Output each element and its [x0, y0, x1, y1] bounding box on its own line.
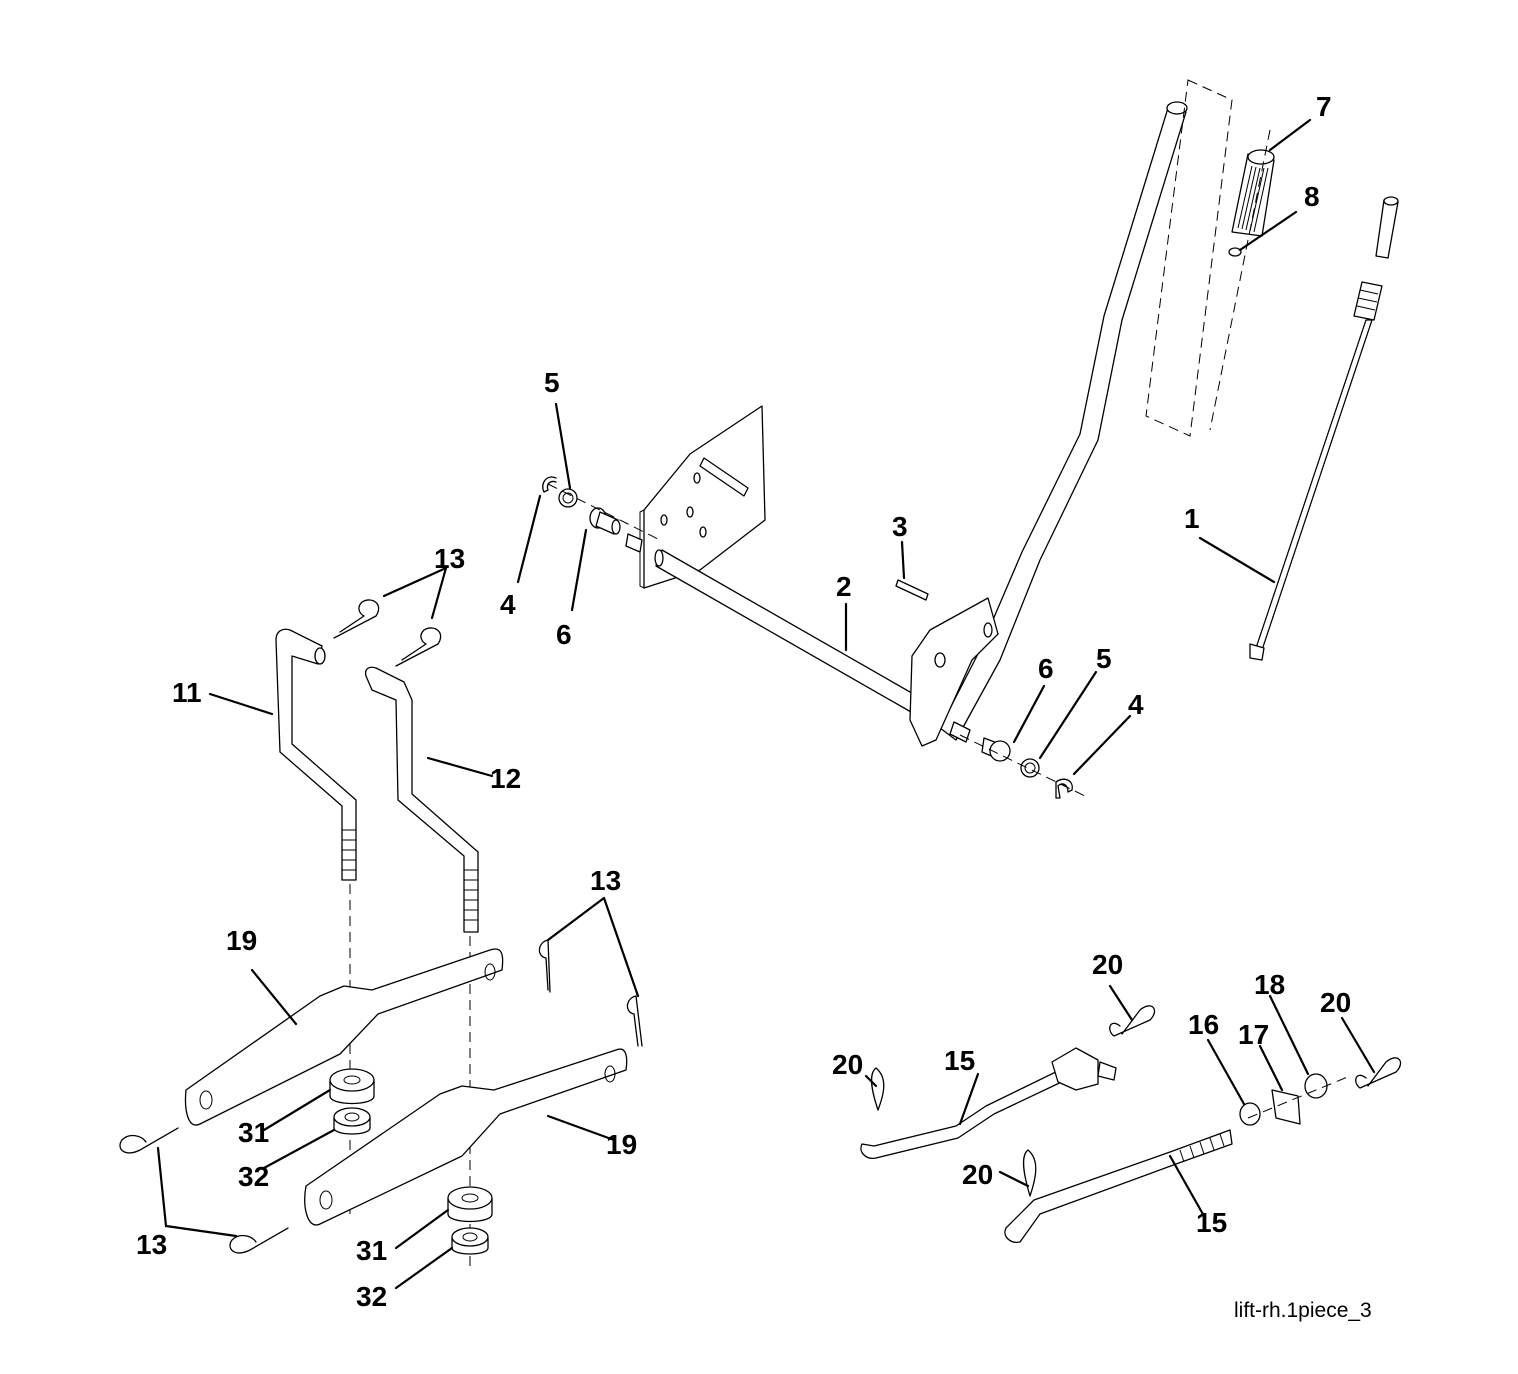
hairpin-clip-13-upper-a: [333, 599, 380, 639]
washer-5-right: [1020, 758, 1040, 778]
callout-18: 18: [1254, 969, 1285, 1000]
lift-handle: [939, 101, 1188, 741]
deck-lift-arm-19-lower: [304, 1048, 628, 1226]
callout-16: 16: [1188, 1009, 1219, 1040]
hairpin-clip-13-upper-b: [395, 627, 442, 667]
callout-1: 1: [1184, 503, 1200, 534]
callout-13-right: 13: [590, 865, 621, 896]
callout-5-right: 5: [1096, 643, 1112, 674]
retaining-clip-4-right: [1055, 778, 1073, 799]
callout-7: 7: [1316, 91, 1332, 122]
button-part-8: [1228, 247, 1242, 257]
callout-4-right: 4: [1128, 689, 1144, 720]
lift-shaft-part-2: [654, 549, 925, 717]
shaft-end-left: [625, 533, 643, 553]
lift-link-part-11: [275, 628, 357, 881]
phantom-handle-outline: [1145, 79, 1233, 437]
hairpin-clip-20-d: [1355, 1057, 1402, 1089]
callout-32-lower: 32: [356, 1281, 387, 1312]
lock-nut-32-lower: [451, 1227, 489, 1255]
callout-20-d: 20: [1320, 987, 1351, 1018]
spacer-31-upper: [329, 1068, 375, 1105]
hairpin-clip-20-c: [1022, 1149, 1037, 1197]
hairpin-clip-13-lower-a: [119, 1127, 179, 1154]
callout-12: 12: [490, 763, 521, 794]
callouts: 7 8 1 2 3 4 5 6 6 5 4 13 11 12 13 19 19 …: [136, 91, 1351, 1312]
lift-cable-part-1: [1249, 196, 1399, 661]
deck-lift-arm-19-upper: [184, 948, 504, 1126]
trunnion-block-part-17: [1271, 1089, 1301, 1125]
bushing-6-right: [981, 737, 1011, 762]
front-link-rod-15-lower: [1004, 1129, 1233, 1243]
callout-20-c: 20: [962, 1159, 993, 1190]
callout-32-upper: 32: [238, 1161, 269, 1192]
callout-15-lower: 15: [1196, 1207, 1227, 1238]
callout-13-upper: 13: [434, 543, 465, 574]
axis-line-left: [547, 483, 661, 541]
lift-link-part-12: [364, 666, 479, 933]
washer-5-left: [558, 488, 578, 508]
hairpin-clip-13-right-b: [626, 995, 643, 1047]
callout-8: 8: [1304, 181, 1320, 212]
callout-4-left: 4: [500, 589, 516, 620]
callout-5-left: 5: [544, 367, 560, 398]
nut-part-18: [1304, 1073, 1328, 1099]
nut-part-16: [1239, 1102, 1261, 1126]
leader-lines: [156, 118, 1376, 1290]
mounting-plate: [639, 405, 766, 589]
callout-19-upper: 19: [226, 925, 257, 956]
spacer-31-lower: [447, 1186, 493, 1223]
callout-20-b: 20: [832, 1049, 863, 1080]
callout-15-upper: 15: [944, 1045, 975, 1076]
callout-3: 3: [892, 511, 908, 542]
callout-19-lower: 19: [606, 1129, 637, 1160]
callout-31-upper: 31: [238, 1117, 269, 1148]
axis-line-front-rod: [1247, 1075, 1351, 1119]
trunnion-assembly-upper: [1051, 1047, 1117, 1091]
callout-31-lower: 31: [356, 1235, 387, 1266]
front-link-rod-15-upper: [860, 1065, 1071, 1159]
callout-20-a: 20: [1092, 949, 1123, 980]
callout-6-left: 6: [556, 619, 572, 650]
lock-nut-32-upper: [333, 1107, 371, 1135]
axis-line-right: [959, 734, 1086, 797]
roll-pin-part-3: [895, 579, 929, 601]
hairpin-clip-13-right-a: [538, 939, 551, 993]
callout-6-right: 6: [1038, 653, 1054, 684]
callout-2: 2: [836, 571, 852, 602]
hairpin-clip-20-b: [870, 1067, 885, 1111]
callout-11: 11: [172, 677, 202, 708]
callout-17: 17: [1238, 1019, 1269, 1050]
shaft-end-right: [949, 721, 971, 743]
grip-part-7: [1231, 149, 1275, 237]
grip-axis-line: [1209, 129, 1271, 431]
hairpin-clip-13-lower-b: [229, 1227, 289, 1254]
handle-bracket: [909, 597, 999, 747]
bushing-6-left: [589, 507, 621, 535]
diagram-caption: lift-rh.1piece_3: [1234, 1299, 1372, 1322]
callout-13-lower: 13: [136, 1229, 167, 1260]
retaining-clip-4-left: [542, 476, 557, 493]
